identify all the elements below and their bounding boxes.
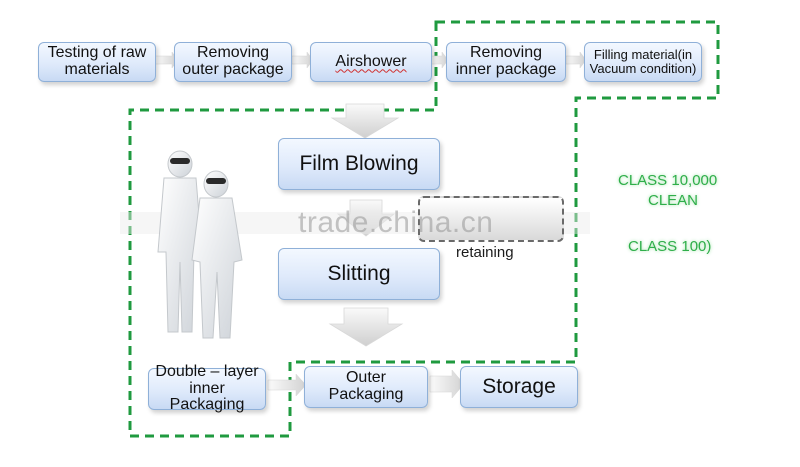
class-10000-label: CLASS 10,000 — [618, 172, 718, 189]
connector-arrow-4 — [565, 51, 587, 69]
retaining-label: retaining — [456, 244, 514, 261]
step-removing-inner-label: Removing inner package — [455, 44, 557, 78]
clean-label: CLEAN — [648, 192, 699, 209]
step-airshower: Airshower — [310, 42, 432, 82]
watermark-text: trade.china.cn — [298, 206, 494, 239]
step-filling-material: Filling material(in Vacuum condition) — [584, 42, 702, 82]
step-removing-outer-label: Removing outer package — [182, 44, 284, 78]
down-arrow-1 — [330, 103, 400, 139]
class-100-label: CLASS 100) — [628, 238, 712, 255]
step-removing-inner-package: Removing inner package — [446, 42, 566, 82]
step-storage: Storage — [460, 366, 578, 408]
down-arrow-3 — [328, 307, 404, 347]
step-removing-outer-package: Removing outer package — [174, 42, 292, 82]
down-arrow-2 — [336, 199, 396, 237]
step-testing-label: Testing of raw materials — [47, 44, 147, 78]
step-outer-packaging: Outer Packaging — [304, 366, 428, 408]
step-storage-label: Storage — [482, 374, 556, 398]
clean-zone-upper-border — [128, 20, 720, 438]
step-slitting-label: Slitting — [327, 261, 391, 285]
retaining-box — [418, 196, 564, 242]
cleanroom-workers-illustration — [157, 150, 243, 339]
connector-arrow-6 — [429, 369, 465, 399]
step-filling-label: Filling material(in Vacuum condition) — [589, 47, 697, 76]
step-film-blowing: Film Blowing — [278, 138, 440, 190]
step-outer-packaging-label: Outer Packaging — [328, 369, 404, 403]
step-slitting: Slitting — [278, 248, 440, 300]
step-film-blowing-label: Film Blowing — [299, 151, 419, 175]
step-airshower-label: Airshower — [335, 52, 407, 70]
step-double-layer-label: Double – layer inner Packaging — [155, 362, 259, 414]
connector-arrow-5 — [267, 373, 307, 397]
step-testing-raw-materials: Testing of raw materials — [38, 42, 156, 82]
connector-arrow-3 — [429, 51, 449, 69]
step-double-layer-packaging: Double – layer inner Packaging — [148, 363, 266, 413]
